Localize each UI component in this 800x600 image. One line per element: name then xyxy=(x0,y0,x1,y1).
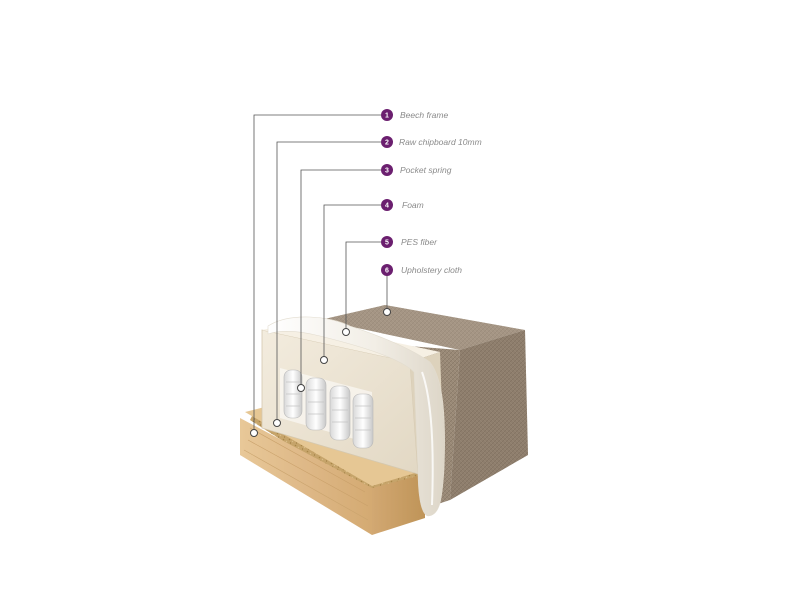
layer-marker-4: 4 xyxy=(381,199,393,211)
layer-label-4: Foam xyxy=(402,200,424,210)
layer-label-1: Beech frame xyxy=(400,110,448,120)
layer-marker-6: 6 xyxy=(381,264,393,276)
layer-label-3: Pocket spring xyxy=(400,165,452,175)
leader-lines xyxy=(253,114,388,433)
layer-marker-1: 1 xyxy=(381,109,393,121)
layer-label-2: Raw chipboard 10mm xyxy=(399,137,482,147)
pocket-spring xyxy=(305,377,327,431)
layer-label-5: PES fiber xyxy=(401,237,438,247)
pocket-springs xyxy=(283,369,374,449)
callout-points xyxy=(250,308,391,437)
layer-label-6: Upholstery cloth xyxy=(401,265,462,275)
layer-labels: Beech frame Raw chipboard 10mm Pocket sp… xyxy=(399,110,482,275)
svg-text:1: 1 xyxy=(385,113,389,120)
svg-text:5: 5 xyxy=(385,240,389,247)
pes-fiber-layer xyxy=(267,316,445,517)
callout-point-6 xyxy=(383,308,391,316)
pocket-spring xyxy=(352,393,374,449)
layer-marker-5: 5 xyxy=(381,236,393,248)
leader-line-5 xyxy=(345,241,384,332)
leader-line-4 xyxy=(323,204,384,360)
layer-marker-2: 2 xyxy=(381,136,393,148)
leader-line-3 xyxy=(300,169,384,388)
svg-text:3: 3 xyxy=(385,168,389,175)
layer-markers: 1 2 3 4 5 6 xyxy=(381,109,393,276)
layer-marker-3: 3 xyxy=(381,164,393,176)
leader-line-1 xyxy=(253,114,384,433)
callout-point-4 xyxy=(320,356,328,364)
svg-text:6: 6 xyxy=(385,268,389,275)
svg-text:2: 2 xyxy=(385,140,389,147)
leader-line-2 xyxy=(276,141,384,423)
callout-point-2 xyxy=(273,419,281,427)
svg-text:4: 4 xyxy=(385,203,389,210)
callout-point-1 xyxy=(250,429,258,437)
pocket-spring xyxy=(329,385,351,441)
callout-point-5 xyxy=(342,328,350,336)
callout-point-3 xyxy=(297,384,305,392)
